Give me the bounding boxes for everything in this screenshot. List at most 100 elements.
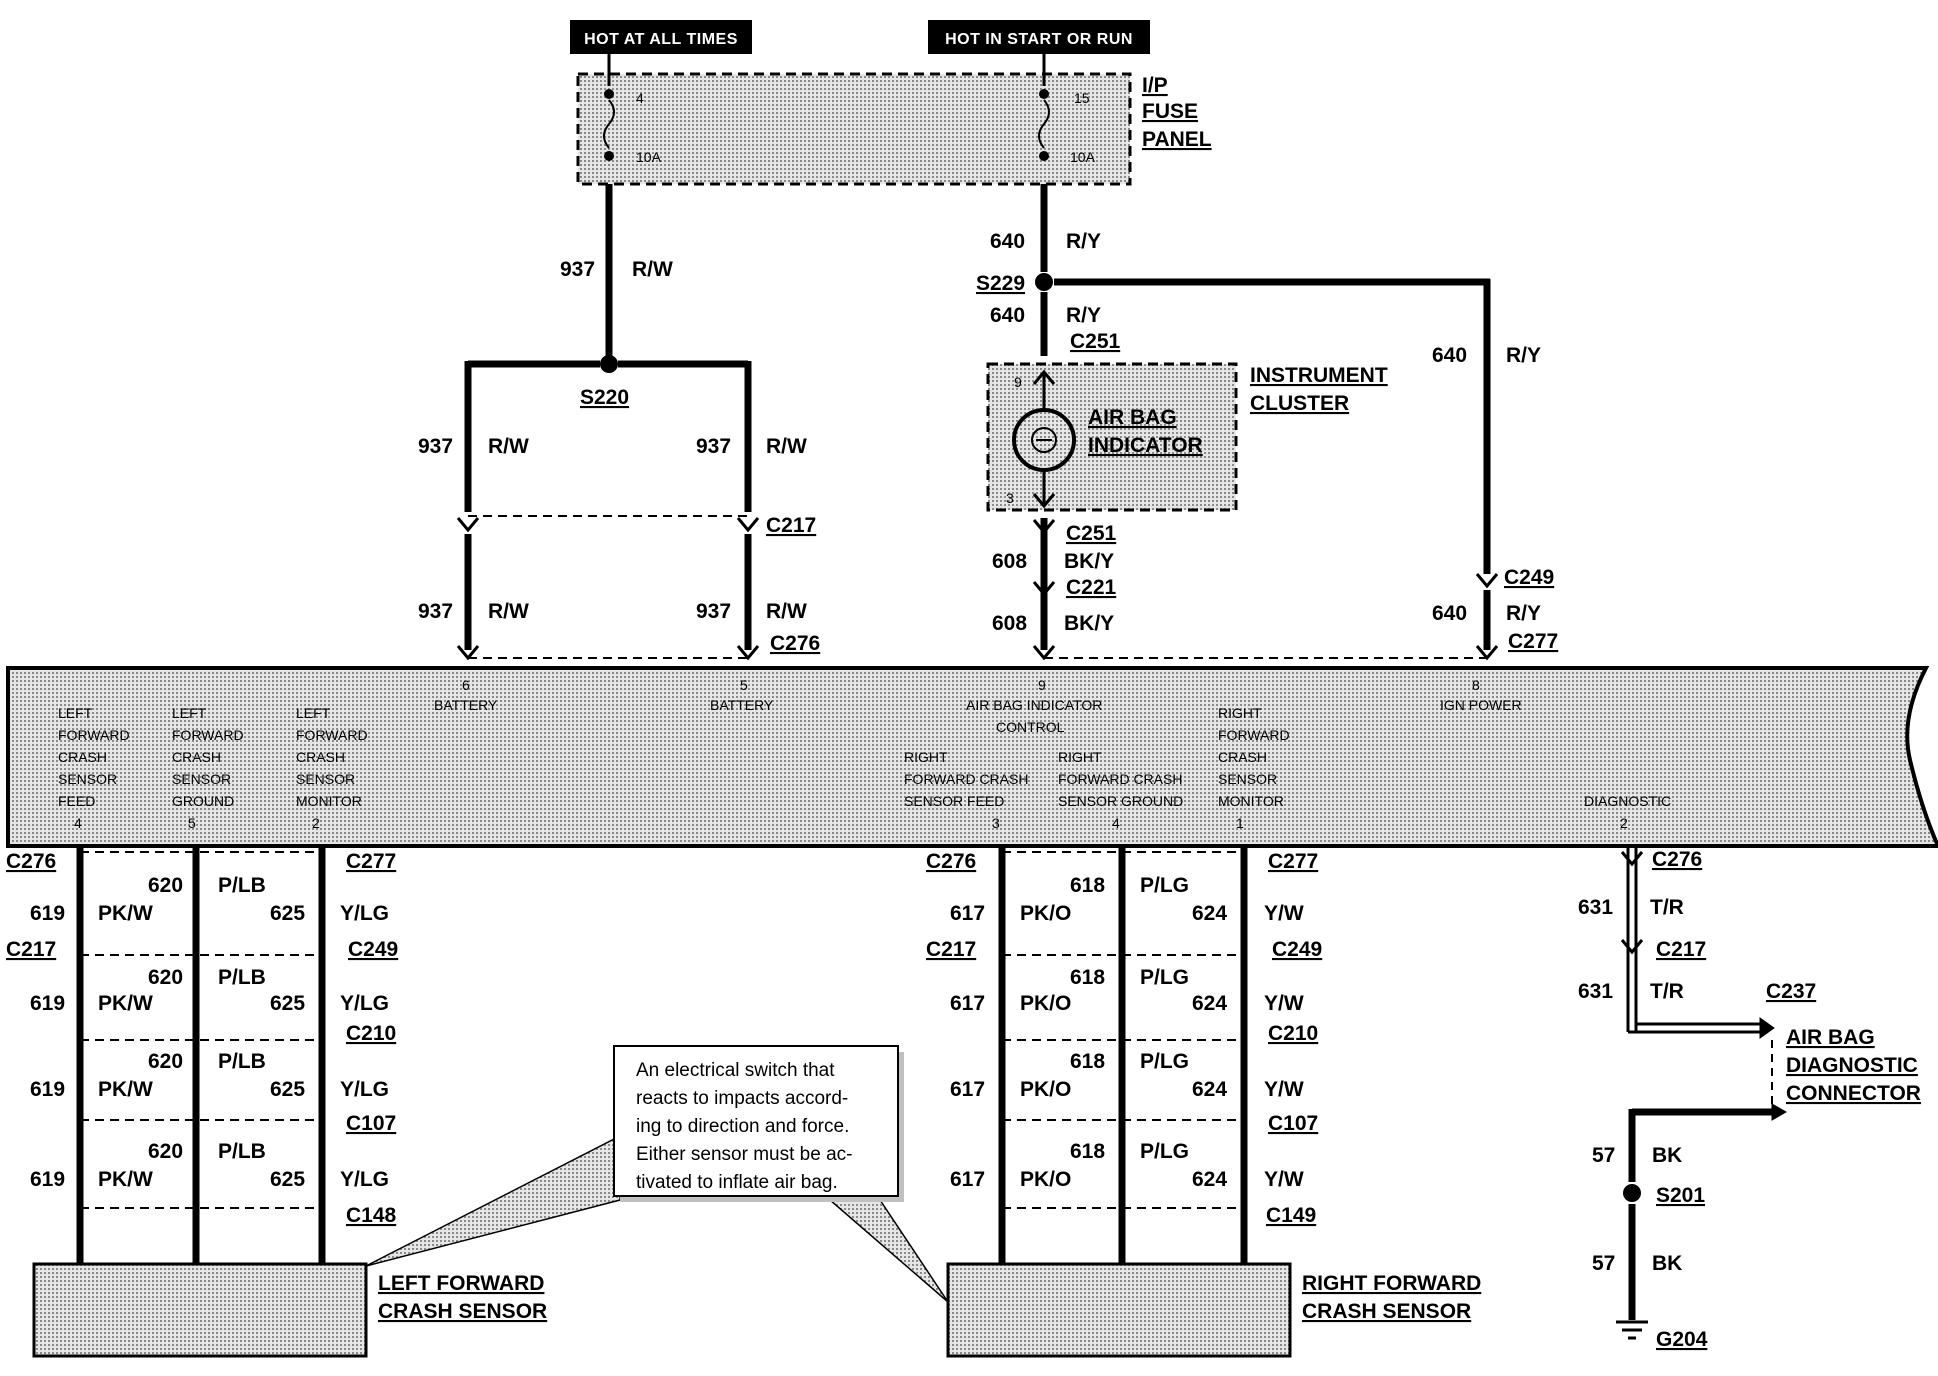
svg-text:FORWARD CRASH: FORWARD CRASH	[1058, 771, 1182, 787]
svg-text:1: 1	[1236, 815, 1244, 831]
wire-num-937e: 937	[696, 600, 731, 623]
svg-text:4: 4	[74, 815, 82, 831]
svg-text:3: 3	[1006, 490, 1014, 506]
diag-bk-b: BK	[1652, 1252, 1682, 1275]
svg-text:CRASH: CRASH	[296, 749, 345, 765]
svg-text:RIGHT: RIGHT	[904, 749, 948, 765]
svg-text:GROUND: GROUND	[172, 793, 234, 809]
lh-c107: C107	[346, 1112, 396, 1135]
svg-text:MONITOR: MONITOR	[1218, 793, 1284, 809]
svg-text:BATTERY: BATTERY	[434, 697, 498, 713]
diagnostic-harness	[1616, 846, 1788, 1340]
rh-618-b: 618	[1070, 966, 1105, 989]
connector-c217-top: C217	[766, 514, 816, 537]
diag-tr-b: T/R	[1650, 980, 1684, 1003]
rh-624-c: 624	[1192, 1078, 1227, 1101]
lh-pkw-a: PK/W	[98, 902, 153, 925]
wire-num-608b: 608	[992, 612, 1027, 635]
splice-s220: S220	[580, 386, 629, 409]
svg-text:8: 8	[1472, 677, 1480, 693]
svg-text:9: 9	[1014, 374, 1022, 390]
svg-text:ing to direction and force.: ing to direction and force.	[636, 1116, 849, 1137]
connector-c251-bottom: C251	[1066, 522, 1117, 545]
diag-bk-a: BK	[1652, 1144, 1682, 1167]
diag-c276: C276	[1652, 848, 1702, 871]
lh-pkw-d: PK/W	[98, 1168, 153, 1191]
svg-text:FORWARD: FORWARD	[172, 727, 244, 743]
lh-619-a: 619	[30, 902, 65, 925]
rh-pko-b: PK/O	[1020, 992, 1071, 1015]
left-sensor-harness	[76, 846, 326, 1264]
wire-937-feed	[456, 184, 760, 661]
svg-text:CRASH: CRASH	[58, 749, 107, 765]
wire-color-rw-a: R/W	[632, 258, 673, 281]
wire-num-608a: 608	[992, 550, 1027, 573]
svg-text:SENSOR: SENSOR	[58, 771, 117, 787]
lh-c210: C210	[346, 1022, 396, 1045]
lh-c277: C277	[346, 850, 396, 873]
rh-617-b: 617	[950, 992, 985, 1015]
callout-note: An electrical switch that reacts to impa…	[365, 1045, 949, 1303]
svg-text:FORWARD: FORWARD	[1218, 727, 1290, 743]
rh-624-b: 624	[1192, 992, 1227, 1015]
wire-num-640a: 640	[990, 230, 1025, 253]
diag-631-a: 631	[1578, 896, 1613, 919]
rh-617-d: 617	[950, 1168, 985, 1191]
splice-s229: S229	[976, 272, 1025, 295]
lh-625-d: 625	[270, 1168, 305, 1191]
svg-text:LEFT: LEFT	[296, 705, 331, 721]
right-crash-sensor	[946, 1262, 1292, 1358]
rh-plg-d: P/LG	[1140, 1140, 1189, 1163]
svg-text:AIR BAG INDICATOR: AIR BAG INDICATOR	[966, 697, 1102, 713]
svg-text:3: 3	[992, 815, 1000, 831]
svg-text:FORWARD CRASH: FORWARD CRASH	[904, 771, 1028, 787]
rh-c149: C149	[1266, 1204, 1316, 1227]
fuse-panel: 4 10A 15 10A	[576, 54, 1132, 186]
rh-618-c: 618	[1070, 1050, 1105, 1073]
lh-c249: C249	[348, 938, 398, 961]
header-hot-start-run: HOT IN START OR RUN	[928, 20, 1150, 54]
instrument-cluster: 9 3 AIR BAG INDICATOR	[986, 362, 1238, 512]
right-sensor-label-2: CRASH SENSOR	[1302, 1300, 1471, 1323]
svg-text:FORWARD: FORWARD	[58, 727, 130, 743]
cluster-label-1: INSTRUMENT	[1250, 364, 1388, 387]
connector-c251-top: C251	[1070, 330, 1121, 353]
lh-ylg-d: Y/LG	[340, 1168, 389, 1191]
svg-text:9: 9	[1038, 677, 1046, 693]
rh-624-a: 624	[1192, 902, 1227, 925]
lh-620-a: 620	[148, 874, 183, 897]
rh-624-d: 624	[1192, 1168, 1227, 1191]
svg-text:4: 4	[636, 90, 644, 106]
wire-num-640d: 640	[1432, 602, 1467, 625]
rh-pko-d: PK/O	[1020, 1168, 1071, 1191]
svg-text:SENSOR GROUND: SENSOR GROUND	[1058, 793, 1183, 809]
lh-619-c: 619	[30, 1078, 65, 1101]
left-sensor-label-2: CRASH SENSOR	[378, 1300, 547, 1323]
svg-text:2: 2	[312, 815, 320, 831]
connector-c249-top: C249	[1504, 566, 1554, 589]
rh-yw-d: Y/W	[1264, 1168, 1304, 1191]
diag-tr-a: T/R	[1650, 896, 1684, 919]
lh-pkw-c: PK/W	[98, 1078, 153, 1101]
lh-ylg-b: Y/LG	[340, 992, 389, 1015]
rh-618-a: 618	[1070, 874, 1105, 897]
svg-text:10A: 10A	[636, 149, 662, 165]
svg-text:HOT AT ALL TIMES: HOT AT ALL TIMES	[584, 31, 738, 48]
svg-text:5: 5	[188, 815, 196, 831]
svg-text:FEED: FEED	[58, 793, 95, 809]
connector-c276-top: C276	[770, 632, 820, 655]
fuse-panel-label-3: PANEL	[1142, 128, 1212, 151]
svg-text:DIAGNOSTIC: DIAGNOSTIC	[1584, 793, 1671, 809]
splice-s201: S201	[1656, 1184, 1705, 1207]
lh-620-c: 620	[148, 1050, 183, 1073]
connector-c221: C221	[1066, 576, 1117, 599]
lh-619-b: 619	[30, 992, 65, 1015]
lh-c217: C217	[6, 938, 56, 961]
svg-text:AIR BAG: AIR BAG	[1088, 406, 1177, 429]
lh-pkw-b: PK/W	[98, 992, 153, 1015]
rh-c277: C277	[1268, 850, 1318, 873]
lh-625-b: 625	[270, 992, 305, 1015]
diag-connector-label-3: CONNECTOR	[1786, 1082, 1921, 1105]
cluster-label-2: CLUSTER	[1250, 392, 1349, 415]
wire-640-feed	[1032, 184, 1499, 661]
